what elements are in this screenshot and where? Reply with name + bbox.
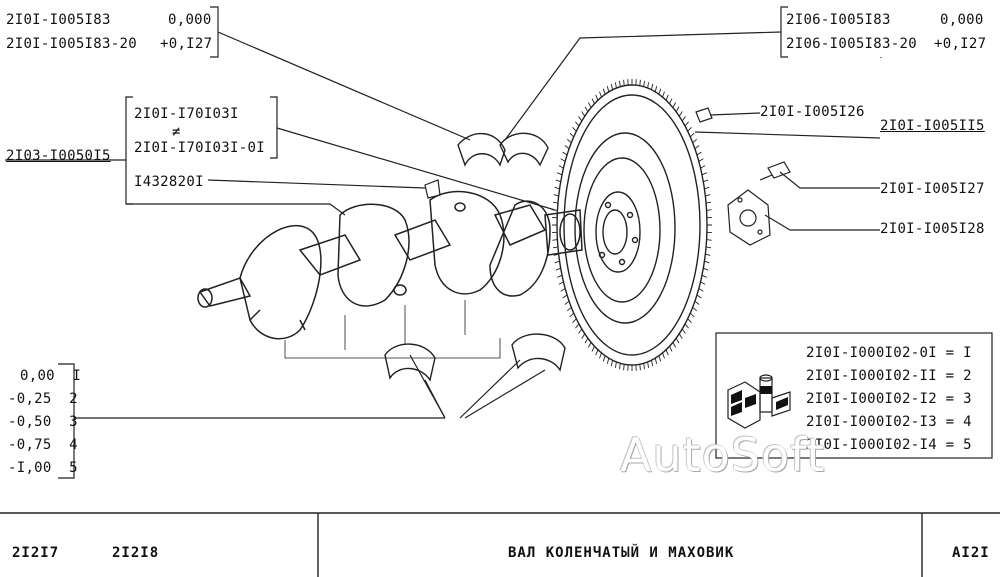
size-bearing-std: 0,000 — [168, 12, 212, 28]
assembly-number-crankshaft: 2I03-I0050I5 — [6, 148, 111, 164]
part-number-crankshaft: 2I0I-I70I03I — [134, 106, 239, 122]
leader-flywheel — [694, 131, 881, 139]
bearing-size-row: 0,00 I — [20, 368, 82, 384]
footer-page-code: AI2I — [952, 545, 990, 561]
leader-bolt — [779, 171, 880, 189]
part-number-plug: I432820I — [134, 174, 204, 190]
bearing-size-row: -0,25 2 — [8, 391, 78, 407]
bearing-size-row: -0,75 4 — [8, 437, 78, 453]
size-bearing-right-repair: +0,I27 — [934, 36, 987, 52]
leader-group — [276, 127, 556, 211]
plug-part — [424, 179, 441, 199]
size-bearing-right-std: 0,000 — [940, 12, 984, 28]
legend-row: 2I0I-I000I02-I4 = 5 — [806, 437, 972, 453]
legend-row: 2I0I-I000I02-II = 2 — [806, 368, 972, 384]
part-number-bolt: 2I0I-I005I27 — [880, 181, 985, 197]
footer-ref-2: 2I2I8 — [112, 545, 160, 561]
crankshaft — [197, 190, 583, 340]
lower-bearing-shells — [384, 333, 566, 382]
leader-bearing-upper-right — [504, 31, 782, 141]
leader-bearing-upper-left — [217, 31, 471, 141]
leader-plug — [207, 179, 426, 189]
footer-ref-1: 2I2I7 — [12, 545, 60, 561]
autosoft-watermark: AutoSoft — [620, 428, 826, 482]
flywheel-bolt — [759, 161, 791, 181]
legend-row: 2I0I-I000I02-I2 = 3 — [806, 391, 972, 407]
part-number-bearing-right-std: 2I06-I005I83 — [786, 12, 891, 28]
bearing-kit-icon — [727, 374, 791, 429]
part-number-bearing-std: 2I0I-I005I83 — [6, 12, 111, 28]
part-number-bearing-right-repair: 2I06-I005I83-20 — [786, 36, 917, 52]
not-equal-symbol: ≠ — [172, 124, 181, 140]
part-number-crankshaft-alt: 2I0I-I70I03I-0I — [134, 140, 265, 156]
part-number-washer: 2I0I-I005I28 — [880, 221, 985, 237]
part-number-flywheel: 2I0I-I005II5 — [880, 118, 985, 134]
leader-pin — [709, 112, 761, 116]
size-bearing-repair: +0,I27 — [160, 36, 213, 52]
part-number-pin: 2I0I-I005I26 — [760, 104, 865, 120]
part-number-bearing-repair: 2I0I-I005I83-20 — [6, 36, 137, 52]
legend-row: 2I0I-I000I02-0I = I — [806, 345, 972, 361]
legend-box — [715, 332, 993, 459]
bearing-size-row: -I,00 5 — [8, 460, 78, 476]
flywheel-pin — [695, 107, 713, 123]
flywheel-washer — [727, 189, 771, 246]
upper-bearing-shells — [457, 132, 549, 167]
footer-title: ВАЛ КОЛЕНЧАТЫЙ И МАХОВИК — [508, 545, 735, 561]
legend-row: 2I0I-I000I02-I3 = 4 — [806, 414, 972, 430]
bearing-size-row: -0,50 3 — [8, 414, 78, 430]
leader-washer — [764, 214, 880, 231]
flywheel-ring-gear — [552, 79, 712, 371]
